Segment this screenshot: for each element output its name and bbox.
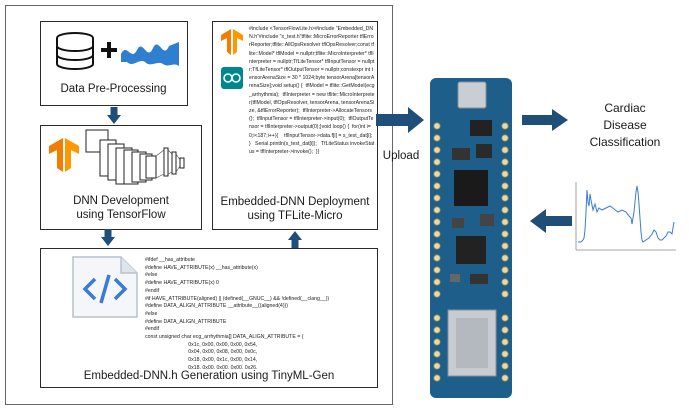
ecg-waveform [575,182,676,251]
arrow-up-1 [288,231,302,249]
preprocessing-box: Data Pre-Processing [40,21,188,106]
generation-label: Embedded-DNN.h Generation using TinyML-G… [83,370,335,382]
deployment-label: Embedded-DNN Deployment using TFLite-Mic… [220,196,370,222]
upload-label: Upload [382,150,420,162]
arduino-logo [221,67,243,89]
dnn-dev-box: DNN Development using TensorFlow [40,125,202,230]
deployment-code: #include <TensorFlowLite.h>#include "Emb… [249,26,375,156]
deployment-box: #include <TensorFlowLite.h>#include "Emb… [212,21,378,230]
preprocessing-label: Data Pre-Processing [60,83,167,95]
ecg-input-arrow [530,209,572,233]
arrow-down-2 [101,229,115,246]
upload-arrow [376,107,424,133]
classification-label: Cardiac Disease Classification [589,101,661,149]
signal-wave-icon [121,42,179,66]
pipeline-container [5,5,393,405]
dnn-dev-label: DNN Development using TensorFlow [73,195,169,221]
microcontroller-board [430,78,512,398]
neural-network-icon [85,129,185,185]
arrow-down-1 [107,107,121,124]
tensorflow-logo-small [221,29,243,55]
tensorflow-logo [49,138,79,172]
database-icon [56,32,94,70]
header-code: #ifdef __has_attribute #define HAVE_ATTR… [145,257,330,369]
plus-icon [101,42,117,58]
classification-arrow [522,109,568,131]
generation-box: #ifdef __has_attribute #define HAVE_ATTR… [40,248,378,388]
code-file-icon [72,256,138,318]
